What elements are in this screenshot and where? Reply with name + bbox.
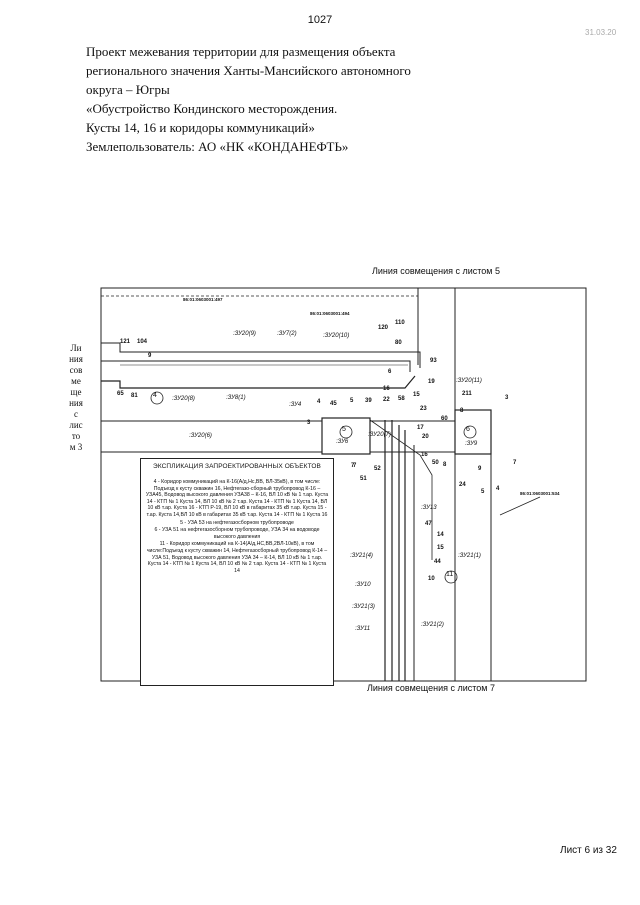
circle-number: 4	[153, 392, 157, 399]
corridor-edge	[101, 342, 421, 368]
title-line: регионального значения Ханты-Мансийского…	[86, 63, 411, 78]
title-line: Кусты 14, 16 и коридоры коммуникаций»	[86, 120, 315, 135]
circle-number: 11	[446, 571, 454, 578]
object-circle	[444, 570, 458, 584]
cadastral-number: 86:01:0603001:497	[183, 297, 223, 302]
object-circle	[463, 425, 477, 439]
legend-item: 11 - Коридор коммуникаций на К-14(А/д,НС…	[146, 541, 328, 574]
legend-box: ЭКСПЛИКАЦИЯ ЗАПРОЕКТИРОВАННЫХ ОБЪЕКТОВ 4…	[140, 458, 334, 686]
legend-item: 5 - УЗА 53 на нефтегазосборном трубопров…	[180, 519, 294, 526]
uza-box	[321, 417, 371, 455]
leader-line	[499, 496, 541, 516]
match-line-top-label: Линия совмещения с листом 5	[372, 266, 500, 276]
match-line-bottom-label: Линия совмещения с листом 7	[367, 683, 495, 693]
object-circle	[339, 425, 353, 439]
parcel-boundary	[101, 295, 419, 360]
legend-items: 4 - Коридор коммуникаций на К-16(А/д,Нс,…	[145, 479, 329, 575]
archive-stamp: 31.03.20	[585, 28, 617, 37]
legend-title: ЭКСПЛИКАЦИЯ ЗАПРОЕКТИРОВАННЫХ ОБЪЕКТОВ	[153, 463, 321, 470]
corridor-edge	[101, 360, 411, 372]
legend-item: 6 - УЗА 51 на нефтегазосборном трубопров…	[154, 527, 320, 540]
match-line-left-label: Ли ния сов ме ще ния с лис то м 3	[69, 343, 83, 452]
title-line: округа – Югры	[86, 82, 170, 97]
page-number: 1027	[307, 14, 333, 26]
legend-item: 4 - Коридор коммуникаций на К-16(А/д,Нс,…	[145, 479, 329, 518]
map-frame	[100, 287, 587, 682]
circle-number: 5	[342, 426, 346, 433]
object-circle	[150, 391, 164, 405]
corridor-edge	[101, 375, 416, 389]
title-line: Землепользователь: АО «НК «КОНДАНЕФТЬ»	[86, 139, 349, 154]
title-line: «Обустройство Кондинского месторождения.	[86, 101, 338, 116]
document-title: Проект межевания территории для размещен…	[86, 42, 516, 156]
sheet-label: Лист 6 из 32	[560, 845, 617, 856]
uza-box	[454, 409, 492, 455]
pipeline	[369, 419, 433, 560]
title-line: Проект межевания территории для размещен…	[86, 44, 396, 59]
circle-number: 6	[466, 426, 470, 433]
cadastral-number: 86:01:0603001:494	[310, 311, 350, 316]
cadastral-number: 86:01:0603001:534	[520, 491, 560, 496]
